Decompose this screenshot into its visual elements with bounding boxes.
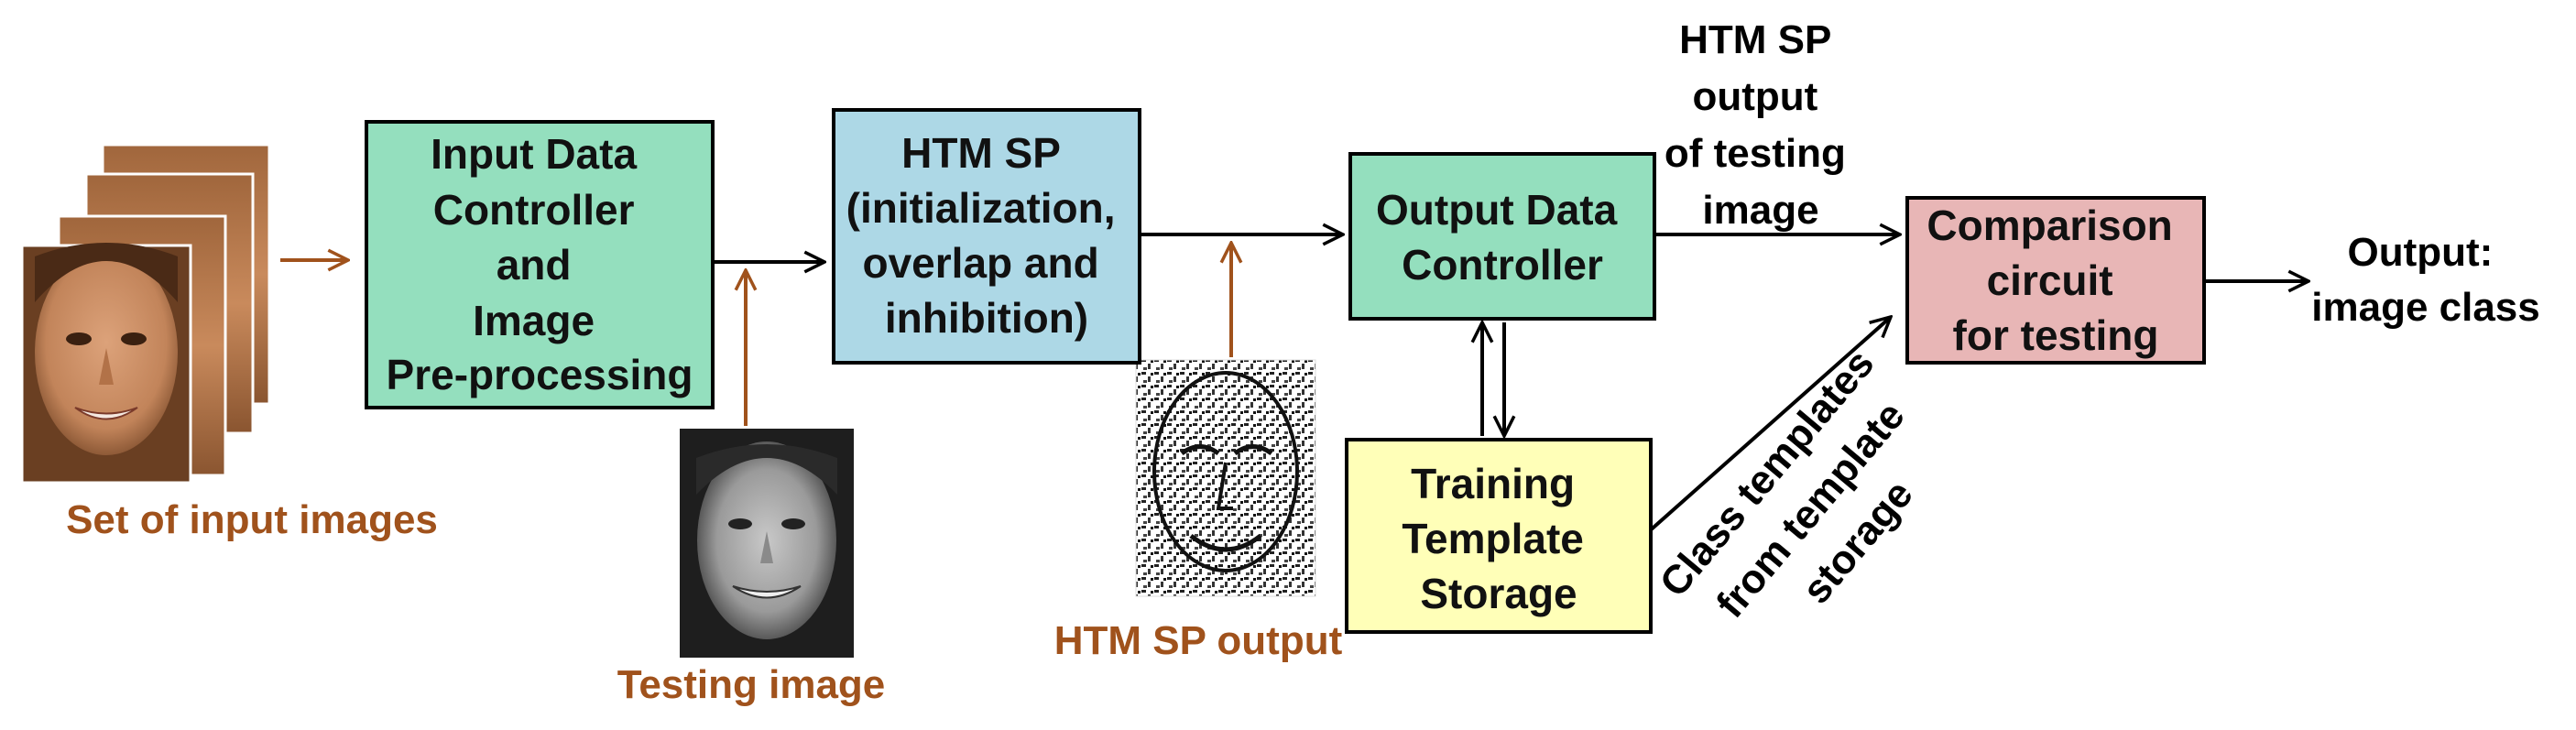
- comparison-box: Comparison circuit for testing: [1905, 196, 2206, 365]
- svg-text:HTM SP (initialization,: HTM SP (initialization, overlap and inhi…: [846, 129, 1128, 342]
- input-controller-line-3: and: [497, 241, 572, 289]
- htm-sp-output-testing-label: HTM SP output of testing image: [1665, 17, 1857, 233]
- output-controller-line-1: Output Data: [1376, 186, 1618, 234]
- input-controller-box: Input Data Controller and Image Pre-proc…: [365, 120, 715, 409]
- output-controller-box: Output Data Controller: [1348, 152, 1656, 321]
- arrow-storage-to-comparison: [1645, 317, 1891, 535]
- output-image-class-label: Output: image class: [2311, 230, 2540, 330]
- input-controller-line-4: Image: [473, 297, 595, 344]
- testing-image-label: Testing image: [617, 662, 886, 707]
- htm-sp-line-2: (initialization,: [846, 184, 1116, 232]
- arrows: [280, 234, 2309, 535]
- svg-text:Input Data Controller: Input Data Controller and Image Pre-proc…: [387, 130, 693, 398]
- htm-sp-output-label: HTM SP output: [1054, 618, 1343, 663]
- output-image-class-line-1: Output:: [2347, 230, 2493, 275]
- testing-face-icon: [680, 429, 854, 658]
- input-controller-line-2: Controller: [433, 186, 635, 234]
- output-controller-line-2: Controller: [1402, 241, 1603, 289]
- training-storage-line-2: Template: [1402, 515, 1584, 562]
- htm-sp-output-testing-line-3: of testing: [1665, 131, 1846, 176]
- face-stack-icon: [20, 143, 271, 485]
- input-controller-line-5: Pre-processing: [387, 351, 693, 398]
- input-controller-line-1: Input Data: [431, 130, 637, 178]
- svg-text:Training Template: Training Template Storage: [1402, 460, 1595, 617]
- set-of-input-images-label: Set of input images: [66, 497, 438, 542]
- htm-sp-output-testing-line-2: output: [1692, 74, 1817, 119]
- htm-sp-output-testing-line-4: image: [1702, 188, 1818, 233]
- htm-sp-box: HTM SP (initialization, overlap and inhi…: [832, 108, 1141, 365]
- comparison-line-1: Comparison: [1927, 202, 2172, 249]
- htm-sp-line-3: overlap and: [863, 239, 1099, 287]
- training-storage-line-3: Storage: [1420, 570, 1577, 617]
- htm-sp-line-1: HTM SP: [901, 129, 1060, 177]
- training-storage-line-1: Training: [1411, 460, 1575, 507]
- face-photo-1: [20, 243, 192, 485]
- class-templates-label: Class templates from template storage: [1652, 332, 1978, 678]
- comparison-line-2: circuit: [1987, 256, 2113, 304]
- htm-sp-line-4: inhibition): [885, 294, 1088, 342]
- sp-output-icon: [1135, 359, 1316, 597]
- output-image-class-line-2: image class: [2311, 285, 2540, 330]
- training-storage-box: Training Template Storage: [1345, 438, 1653, 634]
- svg-text:Output Data Controller: Output Data Controller: [1376, 186, 1629, 289]
- svg-text:Comparison circuit: Comparison circuit for testing: [1927, 202, 2184, 359]
- comparison-line-3: for testing: [1953, 311, 2159, 359]
- htm-sp-output-testing-line-1: HTM SP: [1679, 17, 1830, 62]
